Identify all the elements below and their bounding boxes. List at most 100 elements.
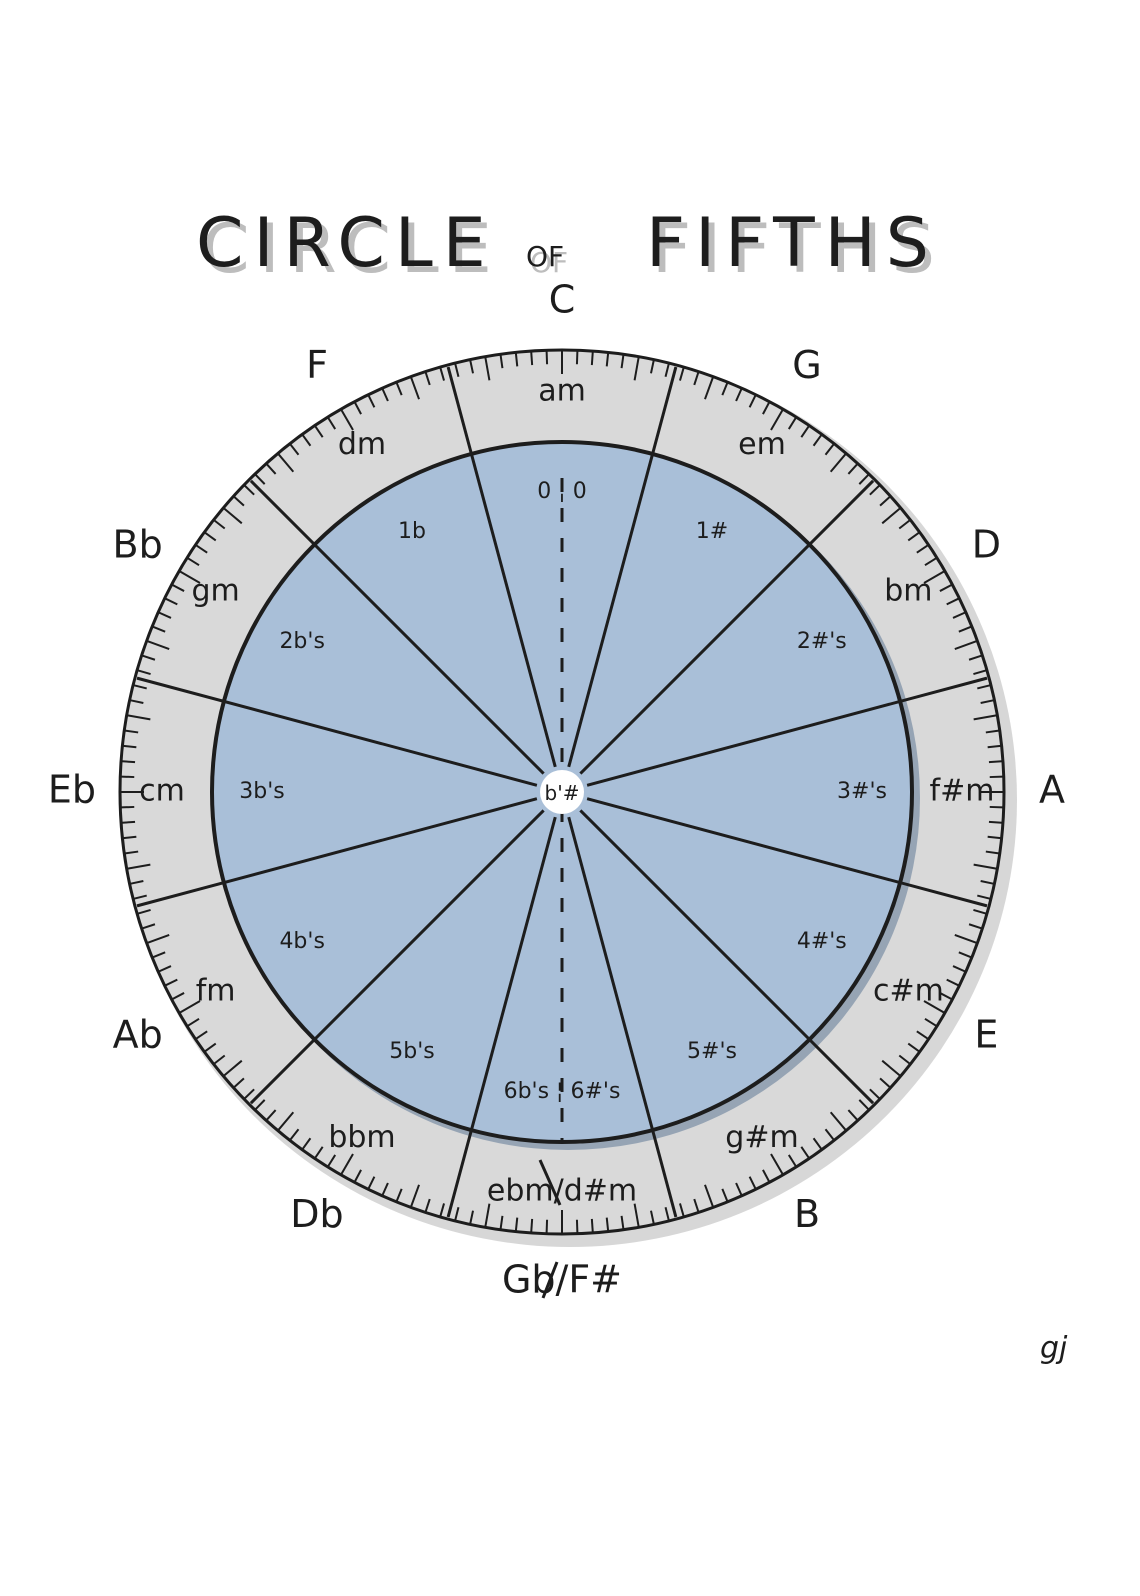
tick-mark (605, 353, 610, 367)
tick-mark (499, 1215, 504, 1229)
tick-mark (679, 367, 685, 381)
sector-line (136, 797, 538, 908)
sector-line (567, 366, 678, 768)
tick-mark (195, 544, 208, 554)
tick-mark (858, 474, 870, 485)
tick-mark (381, 388, 389, 402)
tick-mark (133, 684, 147, 690)
minor-key-label: ebm/d#m (487, 1174, 637, 1209)
key-signature-label: 6b's ¦ 6#'s (504, 1079, 621, 1104)
tick-mark (137, 909, 151, 915)
tick-mark (693, 1198, 700, 1212)
tick-mark (277, 1111, 295, 1131)
tick-mark (958, 951, 972, 959)
key-signature-label: 1b (398, 519, 426, 544)
tick-mark (204, 1042, 217, 1053)
tick-mark (973, 714, 997, 721)
sector-line (579, 809, 875, 1105)
tick-mark (424, 1198, 431, 1212)
tick-mark (735, 388, 743, 402)
key-signature-label: 2b's (279, 629, 324, 654)
tick-mark (633, 1203, 640, 1227)
tick-mark (770, 1153, 784, 1175)
tick-mark (130, 699, 144, 704)
center-hub (540, 770, 584, 814)
tick-mark (590, 352, 594, 366)
tick-mark (879, 1077, 891, 1088)
tick-mark (633, 357, 640, 381)
tick-mark (367, 1176, 376, 1189)
tick-marks (121, 351, 1003, 1233)
tick-mark (987, 835, 1001, 840)
tick-mark (977, 684, 991, 690)
tick-mark (987, 744, 1001, 749)
tick-mark (980, 880, 994, 885)
major-key-label: Db (290, 1192, 343, 1236)
tick-mark (314, 1146, 324, 1159)
minor-key-label: c#m (873, 974, 944, 1009)
tick-mark (650, 1210, 655, 1224)
title-word-3: FIFTHS (646, 204, 939, 283)
title-word-1: CIRCLE (196, 204, 496, 283)
tick-mark (721, 382, 729, 396)
tick-mark (968, 654, 982, 661)
tick-mark (172, 584, 185, 592)
tick-mark (973, 863, 997, 870)
tick-mark (195, 1030, 208, 1040)
tick-mark (916, 1030, 929, 1040)
minor-key-label: dm (338, 427, 386, 462)
tick-mark (133, 894, 147, 900)
key-signature-label: 1# (696, 519, 728, 544)
tick-mark (327, 417, 337, 430)
tick-mark (924, 1017, 937, 1027)
tick-mark (881, 507, 901, 525)
tick-mark (152, 625, 166, 633)
key-signature-label: 3b's (239, 779, 284, 804)
tick-mark (244, 1088, 255, 1100)
tick-mark (954, 640, 977, 650)
title-word-2: OF (526, 240, 564, 273)
center-label: b'# (545, 781, 580, 805)
tick-mark (946, 978, 959, 987)
tick-mark (958, 625, 972, 633)
sector-line (136, 676, 538, 787)
tick-mark (530, 352, 534, 366)
tick-mark (704, 377, 714, 400)
tick-mark (254, 1099, 266, 1110)
minor-key-label: f#m (930, 774, 995, 809)
tick-mark (172, 992, 185, 1000)
tick-mark (985, 850, 999, 855)
tick-mark (952, 611, 966, 619)
tick-mark (800, 425, 810, 438)
tick-mark (395, 1188, 403, 1202)
tick-mark (223, 507, 243, 525)
tick-mark (439, 1203, 445, 1217)
tick-mark (499, 355, 504, 369)
tick-mark (301, 1137, 312, 1150)
tick-mark (847, 1109, 858, 1121)
minor-key-label: bbm (328, 1120, 395, 1155)
tick-mark (127, 714, 151, 721)
tick-mark (314, 425, 324, 438)
tick-mark (410, 377, 420, 400)
tick-mark (158, 611, 172, 619)
tick-mark (829, 1111, 847, 1131)
tick-mark (762, 402, 770, 415)
tick-mark (923, 570, 945, 584)
minor-key-label: cm (139, 774, 185, 809)
tick-mark (620, 355, 625, 369)
tick-mark (354, 1169, 362, 1182)
tick-mark (679, 1203, 685, 1217)
title-word-2-shadow: OF (530, 246, 568, 279)
tick-mark (179, 570, 201, 584)
tick-mark (824, 443, 835, 456)
tick-mark (858, 1099, 870, 1110)
tick-mark (289, 443, 300, 456)
tick-mark (204, 531, 217, 542)
major-key-label: Bb (113, 523, 163, 567)
tick-mark (590, 1218, 594, 1232)
tick-mark (977, 894, 991, 900)
tick-mark (812, 1137, 823, 1150)
tick-mark (907, 1042, 920, 1053)
